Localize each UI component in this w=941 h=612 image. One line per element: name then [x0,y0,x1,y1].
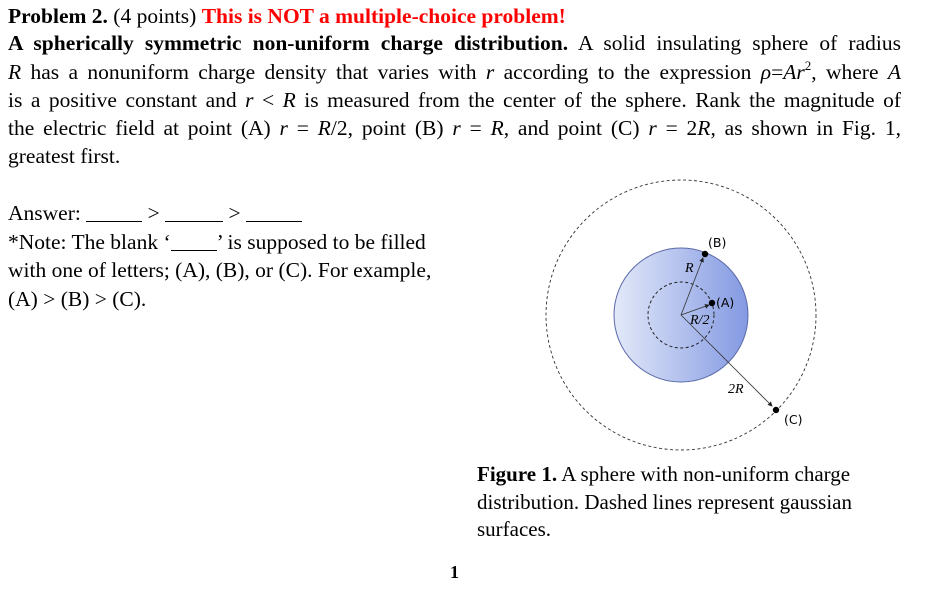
answer-blank-2[interactable] [165,201,224,222]
point-c-value: = 2R, as shown in Fig. 1, [666,116,901,140]
statement-text: the electric field at point (A) [8,116,271,140]
label-radius-R-half: R/2 [689,313,709,328]
figure-caption: Figure 1. A sphere with non-uniform char… [477,461,897,544]
label-a: (A) [716,295,734,310]
answer-section: Answer: > > *Note: The blank ‘ ’ is suppo… [8,199,468,313]
caption-text: distribution. Dashed lines represent gau… [477,489,853,514]
radius-R-half-arrow [680,304,710,316]
point-a-marker [708,299,716,307]
note-line-1: *Note: The blank ‘ ’ is supposed to be fi… [8,228,468,257]
statement-text: , where [811,60,879,84]
var-rho: ρ [760,60,772,84]
var-R: R [490,116,504,140]
var-R: R [282,88,296,112]
radius-R-arrow [680,257,704,316]
label-radius-2R: 2R [728,382,744,397]
caption-text: surfaces. [477,517,552,541]
var-R: R [697,116,711,140]
point-b-value: R, and point (C) [491,116,640,140]
var-r: r [648,116,657,140]
statement-text: is a positive constant and [8,88,237,112]
caption-label: Figure 1. [477,462,558,486]
statement-text: /2, point (B) [330,116,444,140]
answer-line: Answer: > > [8,199,468,228]
var-r: r [279,116,288,140]
less-than-sign: < [262,88,275,112]
density-equation: ρ=Ar2, where [760,58,879,84]
greater-than-sign: > [228,201,241,225]
var-R: R [317,116,331,140]
statement-line-3: is a positive constant and r < R is meas… [8,86,901,114]
outer-gaussian-surface [545,179,817,451]
point-c-marker [772,406,780,414]
statement-title: A spherically symmetric non-uniform char… [8,31,569,55]
note-line-2: with one of letters; (A), (B), or (C). F… [8,258,432,282]
var-A: A [887,60,902,84]
statement-text: = 2 [665,116,698,140]
exponent: 2 [804,58,812,73]
inner-gaussian-surface [647,281,715,349]
equals-sign: = [296,116,309,140]
answer-blank-1[interactable] [86,201,143,222]
statement-line-1: A spherically symmetric non-uniform char… [8,29,901,57]
var-r: r [245,88,254,112]
greater-than-sign: > [147,201,160,225]
warning-text: This is NOT a multiple-choice problem! [201,4,566,28]
problem-points: (4 points) [113,4,197,28]
statement-line-4: the electric field at point (A) r = R/2,… [8,114,901,142]
note-line-3: (A) > (B) > (C). [8,286,147,311]
var-r: r [796,60,805,84]
radius-2R-arrow [680,314,773,407]
var-r: r [452,116,461,140]
point-b-marker [701,250,709,258]
point-a-value: R/2, point (B) [318,116,444,140]
problem-header: Problem 2. (4 points) This is NOT a mult… [8,2,566,30]
statement-text: has a nonuniform charge density that var… [30,60,477,84]
statement-text: , and point (C) [503,116,640,140]
answer-blank-3[interactable] [246,201,303,222]
statement-line-2: R has a nonuniform charge density that v… [8,58,901,86]
statement-line-5: greatest first. [8,144,121,168]
caption-text: A sphere with non-uniform charge [561,462,851,486]
equals-sign: = [771,60,784,84]
problem-label: Problem 2. [8,4,108,28]
var-A: A [783,60,797,84]
statement-text: A solid insulating sphere of radius [578,31,901,55]
statement-text: according to the expression [503,60,752,84]
var-R: R [8,60,22,84]
answer-label: Answer: [8,201,81,225]
example-blank [170,230,217,251]
label-radius-R: R [684,261,694,276]
note-text: ’ is supposed to be filled [216,229,426,254]
label-c: (C) [784,412,802,427]
var-r: r [485,60,495,84]
label-b: (B) [708,235,726,250]
page-number: 1 [450,562,459,582]
equals-sign: = [469,116,482,140]
statement-text: is measured from the center of the spher… [304,88,902,112]
note-text: *Note: The blank ‘ [8,229,171,254]
statement-text: , as shown in Fig. 1, [710,116,901,140]
